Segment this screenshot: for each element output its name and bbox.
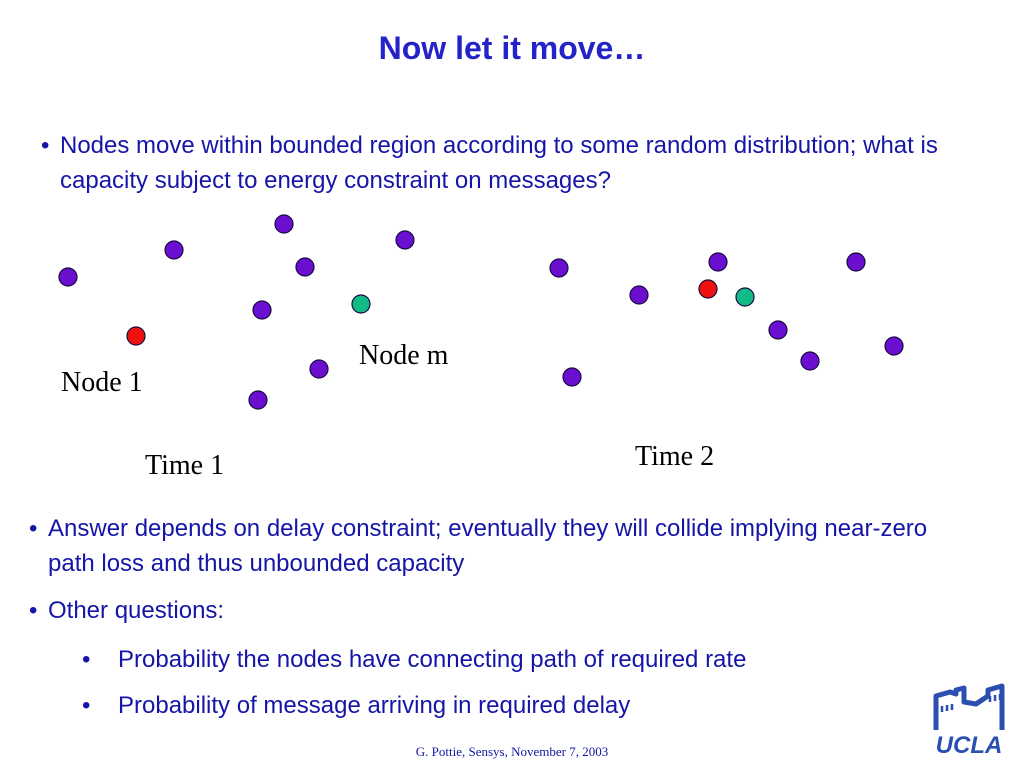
bullet-marker: • [29, 515, 38, 542]
node-dot [549, 258, 569, 278]
bullet-text: Probability the nodes have connecting pa… [118, 646, 747, 673]
node-dot [274, 214, 294, 234]
node-dot [309, 359, 329, 379]
sub-bullet-message-delay: • Probability of message arriving in req… [82, 688, 932, 723]
nodes-time-1 [58, 214, 415, 410]
node-1-dot [126, 326, 146, 346]
bullet-marker: • [29, 597, 38, 624]
node-dot [164, 240, 184, 260]
node-m-dot [735, 287, 755, 307]
node-dot [629, 285, 649, 305]
slide-title: Now let it move… [378, 30, 646, 66]
bullet-other-questions: • Other questions: [29, 593, 979, 628]
node-dot [800, 351, 820, 371]
bullet-text: Nodes move within bounded region accordi… [60, 132, 938, 194]
bullet-text: Answer depends on delay constraint; even… [48, 515, 928, 577]
node-dot [708, 252, 728, 272]
label-time-1: Time 1 [145, 450, 225, 481]
bullet-marker: • [82, 646, 91, 673]
bullet-answer: • Answer depends on delay constraint; ev… [29, 511, 979, 581]
nodes-time-2 [549, 252, 904, 387]
node-dot [884, 336, 904, 356]
bullet-text: Probability of message arriving in requi… [118, 692, 631, 719]
node-dot [768, 320, 788, 340]
node-m-dot [351, 294, 371, 314]
node-dot [846, 252, 866, 272]
ucla-logo-icon: UCLA [932, 683, 1006, 759]
bullet-marker: • [41, 132, 50, 159]
logo-text: UCLA [936, 732, 1003, 759]
bullet-nodes-move: • Nodes move within bounded region accor… [41, 128, 981, 198]
node-dot [58, 267, 78, 287]
node-dot [562, 367, 582, 387]
label-time-2: Time 2 [635, 441, 715, 472]
footer-citation: G. Pottie, Sensys, November 7, 2003 [415, 744, 609, 759]
label-node-m: Node m [359, 340, 449, 371]
node-1-dot [698, 279, 718, 299]
label-node-1: Node 1 [61, 367, 143, 398]
node-dot [395, 230, 415, 250]
node-dot [252, 300, 272, 320]
node-dot [248, 390, 268, 410]
node-dot [295, 257, 315, 277]
sub-bullet-connecting-path: • Probability the nodes have connecting … [82, 642, 932, 677]
bullet-text: Other questions: [48, 597, 225, 624]
bullet-marker: • [82, 692, 91, 719]
